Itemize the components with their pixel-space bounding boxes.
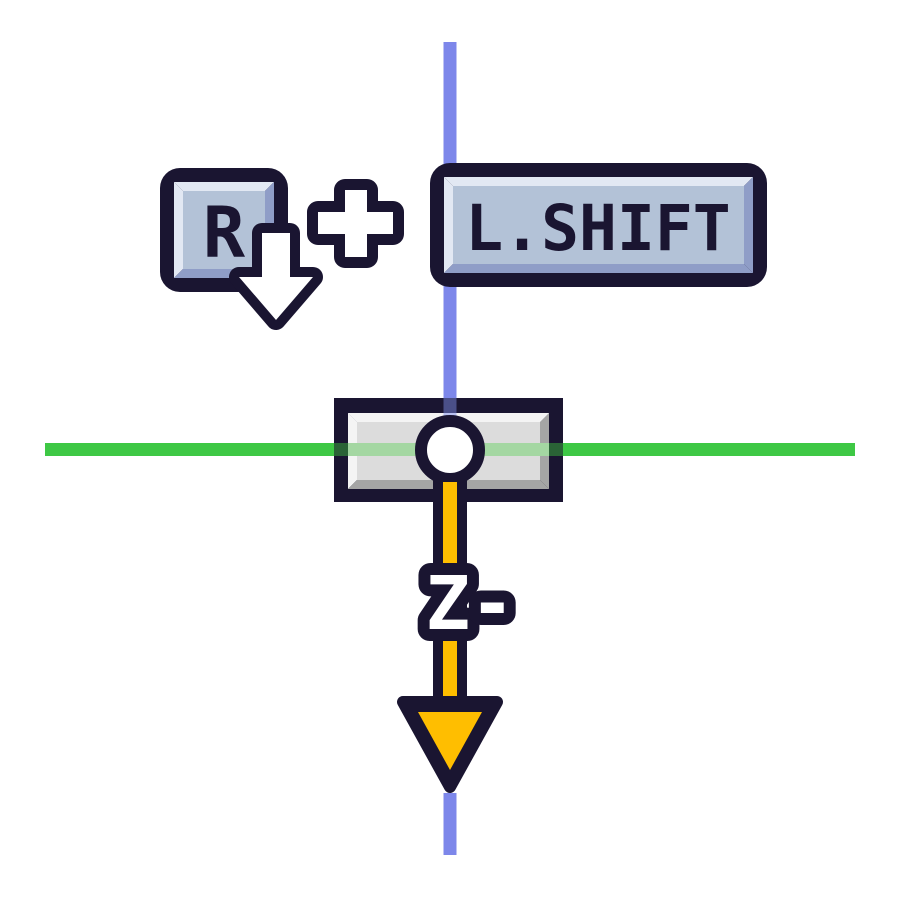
z-arrow-shaft — [443, 482, 457, 715]
key-r-face — [183, 191, 265, 269]
z-arrow-head — [397, 696, 503, 793]
key-r-bevel-left — [174, 182, 183, 278]
key-r-bevel-top — [174, 182, 274, 191]
horizontal-axis-line — [45, 443, 855, 456]
blue-line-over-top-border — [443, 398, 457, 413]
down-arrow-icon — [229, 223, 323, 330]
green-line-over-left-border — [334, 443, 348, 456]
key-lshift-bevel-bottom — [444, 264, 753, 273]
key-r-label: R — [203, 192, 246, 274]
key-lshift: L.SHIFT — [430, 163, 767, 287]
key-lshift-bevel-top — [444, 177, 753, 186]
z-axis-label: Z- — [425, 561, 514, 647]
key-lshift-bevel-left — [444, 177, 453, 273]
key-lshift-bevel-right — [744, 177, 753, 273]
green-line-over-right-border — [549, 443, 563, 456]
horizontal-axis-left-segment — [45, 443, 334, 456]
origin-marker-icon — [415, 415, 485, 485]
vertical-axis-lower-segment — [443, 793, 457, 855]
key-lshift-label: L.SHIFT — [465, 192, 731, 265]
horizontal-axis-right-segment — [563, 443, 855, 456]
plus-icon — [307, 179, 404, 268]
key-lshift-face — [453, 186, 744, 264]
z-arrow-head-fill — [418, 712, 482, 770]
